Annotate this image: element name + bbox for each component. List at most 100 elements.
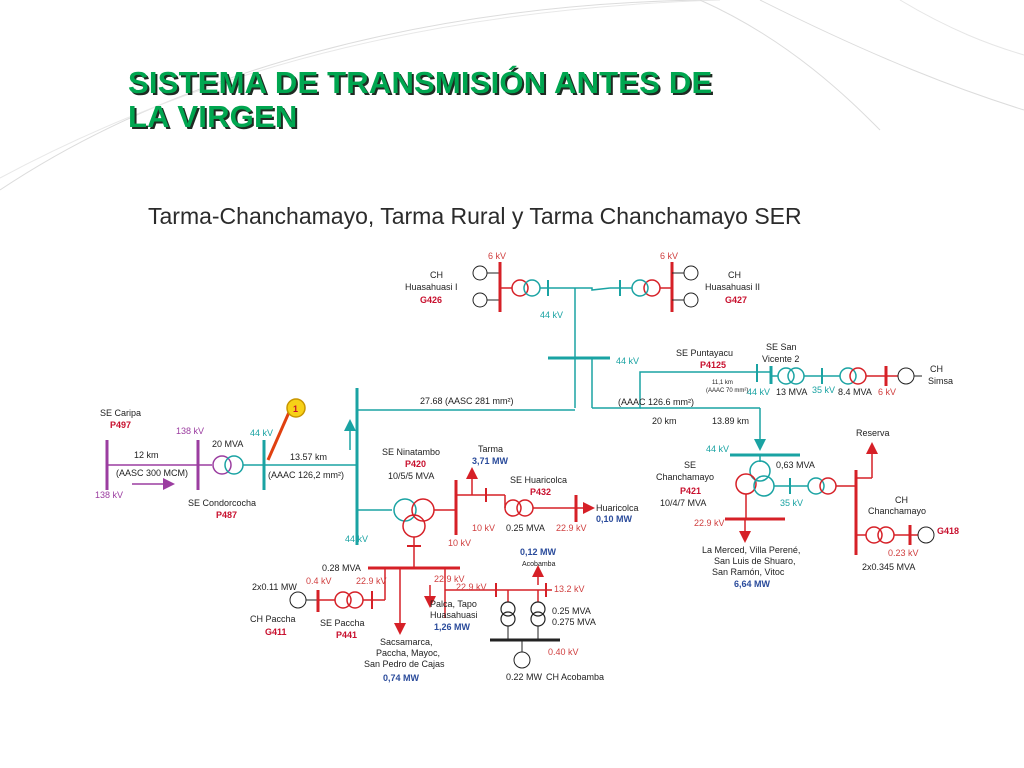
ch-chanchamayo-name: Chanchamayo	[868, 506, 926, 516]
se-ninatambo-code: P420	[405, 459, 426, 469]
sacsamarca-line2: Paccha, Mayoc,	[376, 648, 440, 658]
title-line-2: LA VIRGEN	[128, 99, 298, 134]
san-vicente-13mva: 13 MVA	[776, 387, 807, 397]
se-condorcocha-label: SE Condorcocha	[188, 498, 256, 508]
acobamba-025mva: 0.25 MVA	[552, 606, 591, 616]
se-caripa-group: SE Caripa P497 138 kV 138 kV 12 km (AASC…	[95, 398, 357, 520]
km-20-label: 20 km	[652, 416, 677, 426]
transformer-icon	[212, 455, 232, 475]
simsa-mva: 8.4 MVA	[838, 387, 872, 397]
callout-badge-number: 1	[293, 404, 298, 414]
paccha-028mva: 0.28 MVA	[322, 563, 361, 573]
transformer-icon	[631, 279, 649, 297]
line-27-68-label: 27.68 (AASC 281 mm²)	[420, 396, 514, 406]
se-san-vicente-label: SE San	[766, 342, 797, 352]
chanchamayo-2x0345: 2x0.345 MVA	[862, 562, 915, 572]
se-chanchamayo-mva: 10/4/7 MVA	[660, 498, 706, 508]
huaricolca-10kv: 10 kV	[472, 523, 495, 533]
ch-huasahuasi-1-label: CH	[430, 270, 443, 280]
chanchamayo-44kv: 44 kV	[706, 444, 729, 454]
condorcocha-km: 13.57 km	[290, 452, 327, 462]
ch-huasahuasi-1-name: Huasahuasi I	[405, 282, 458, 292]
huaricolca-025mva: 0.25 MVA	[506, 523, 545, 533]
transformer-icon	[530, 601, 546, 617]
ch-paccha-mw: 2x0.11 MW	[252, 582, 297, 592]
se-san-vicente-name: Vicente 2	[762, 354, 799, 364]
paccha-229kv: 22.9 kV	[356, 576, 387, 586]
generator-icon	[513, 651, 531, 669]
transformer-icon	[346, 591, 364, 609]
san-vicente-35kv: 35 kV	[812, 385, 835, 395]
ch-huasahuasi-2-label: CH	[728, 270, 741, 280]
chanchamayo-229kv: 22.9 kV	[694, 518, 725, 528]
caripa-km: 12 km	[134, 450, 159, 460]
sacsamarca-line3: San Pedro de Cajas	[364, 659, 445, 669]
bus-44kv-top-label: 44 kV	[540, 310, 563, 320]
acobamba-mw: 0,12 MW	[520, 547, 557, 557]
se-puntayacu-group: SE Puntayacu P4125 SE San Vicente 2 11,1…	[676, 342, 953, 397]
generator-icon	[683, 292, 699, 308]
chanchamayo-023kv: 0.23 kV	[888, 548, 919, 558]
merced-line1: La Merced, Villa Perené,	[702, 545, 800, 555]
transformer-icon	[753, 475, 775, 497]
ninatambo-10kv: 10 kV	[448, 538, 471, 548]
generator-icon	[289, 591, 307, 609]
ch-simsa-name: Simsa	[928, 376, 953, 386]
km-1389-label: 13.89 km	[712, 416, 749, 426]
se-chanchamayo-group: 44 kV 0,63 MVA 35 kV SE Chanchamayo P421…	[656, 408, 856, 589]
ch-huasahuasi-2-code: G427	[725, 295, 747, 305]
transformer-icon	[224, 455, 244, 475]
transformer-icon	[643, 279, 661, 297]
acobamba-0275mva: 0.275 MVA	[552, 617, 596, 627]
caripa-138kv-a: 138 kV	[176, 426, 204, 436]
transformer-icon	[735, 473, 757, 495]
transformer-icon	[516, 499, 534, 517]
tarma-load-mw: 3,71 MW	[472, 456, 509, 466]
merced-line2: San Luis de Shuaro,	[714, 556, 796, 566]
chanchamayo-063mva: 0,63 MVA	[776, 460, 815, 470]
acobamba-229kv: 22.9 kV	[456, 582, 487, 592]
ch-huasahuasi-2-name: Huasahuasi II	[705, 282, 760, 292]
palca-mw: 1,26 MW	[434, 622, 471, 632]
se-puntayacu-label: SE Puntayacu	[676, 348, 733, 358]
huasahuasi-2-voltage: 6 kV	[660, 251, 678, 261]
generator-icon	[917, 526, 935, 544]
huaricolca-229kv: 22.9 kV	[556, 523, 587, 533]
slide-title: SISTEMA DE TRANSMISIÓN ANTES DE LA VIRGE…	[128, 66, 918, 134]
slide-subtitle: Tarma-Chanchamayo, Tarma Rural y Tarma C…	[148, 203, 802, 229]
callout-badge	[286, 398, 306, 418]
transformer-icon	[500, 611, 516, 627]
se-caripa-label: SE Caripa	[100, 408, 141, 418]
caripa-138kv-b: 138 kV	[95, 490, 123, 500]
ch-huasahuasi-1-code: G426	[420, 295, 442, 305]
transformer-icon	[511, 279, 529, 297]
transformer-icon	[787, 367, 805, 385]
transformer-icon	[877, 526, 895, 544]
transformer-icon	[839, 367, 857, 385]
caripa-cond: (AASC 300 MCM)	[116, 468, 188, 478]
generator-icon	[897, 367, 915, 385]
tarma-load-name: Tarma	[478, 444, 503, 454]
acobamba-040kv: 0.40 kV	[548, 647, 579, 657]
se-huaricolca-label: SE Huaricolca	[510, 475, 567, 485]
se-ninatambo-mva: 10/5/5 MVA	[388, 471, 434, 481]
ch-acobamba-mw: 0.22 MW	[506, 672, 543, 682]
se-ninatambo-group: SE Ninatambo P420 10/5/5 MVA 10 kV Tarma…	[382, 444, 509, 568]
transformer-icon	[849, 367, 867, 385]
transformer-icon	[749, 460, 771, 482]
se-chanchamayo-label: SE	[684, 460, 696, 470]
generator-icon	[472, 265, 488, 281]
acobamba-132kv: 13.2 kV	[554, 584, 585, 594]
left-44kv-label: 44 kV	[345, 534, 368, 544]
simsa-6kv: 6 kV	[878, 387, 896, 397]
paccha-04kv: 0.4 kV	[306, 576, 332, 586]
ch-chanchamayo-label: CH	[895, 495, 908, 505]
transformer-icon	[819, 477, 837, 495]
reserva-label: Reserva	[856, 428, 890, 438]
title-line-1: SISTEMA DE TRANSMISIÓN ANTES DE	[128, 65, 713, 100]
transformer-icon	[530, 611, 546, 627]
se-chanchamayo-name: Chanchamayo	[656, 472, 714, 482]
se-huaricolca-group: SE Huaricolca P432 0.25 MVA 22.9 kV Huar…	[504, 475, 639, 533]
